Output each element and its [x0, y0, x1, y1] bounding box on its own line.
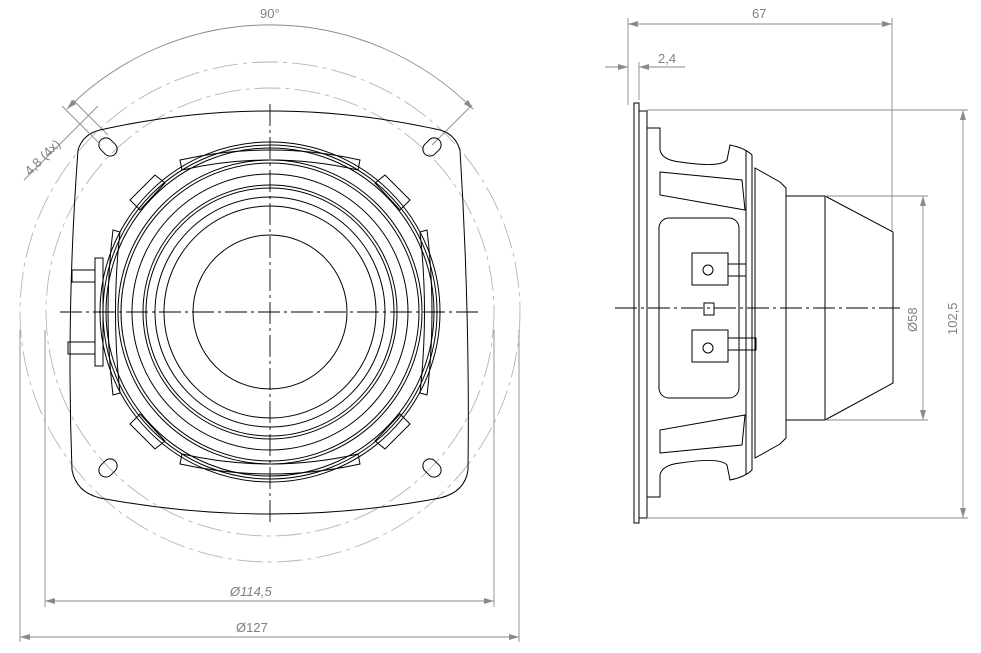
- depth-label: 67: [752, 6, 766, 21]
- side-terminals: [691, 252, 757, 363]
- front-flange: [633, 102, 640, 524]
- hole-dimension-line: [61, 105, 101, 145]
- front-view: 90°: [19, 6, 521, 642]
- magnet-diameter-label: Ø58: [905, 307, 920, 332]
- hole-label: 4,8 (4x): [22, 136, 64, 178]
- hole-leader: [23, 105, 99, 181]
- extension-line: [431, 104, 473, 146]
- flange-label: 2,4: [658, 51, 676, 66]
- basket-rib: [659, 414, 746, 454]
- speaker-frame: [69, 110, 469, 515]
- height-label: 102,5: [945, 302, 960, 335]
- mounting-holes: [98, 137, 442, 478]
- outer-diameter-circle: [19, 61, 521, 563]
- side-view: 67 2,4 Ø58 102,5: [605, 6, 968, 524]
- angle-label: 90°: [260, 6, 280, 21]
- angle-dimension-arc: [66, 24, 474, 110]
- basket-rib: [659, 171, 746, 211]
- basket-side: [647, 127, 753, 498]
- bolt-circle: [45, 87, 495, 537]
- magnet-plate: [754, 167, 787, 459]
- gasket: [638, 110, 648, 519]
- basket-windows: [107, 149, 433, 475]
- outer-diameter-label: Ø127: [236, 620, 268, 635]
- bolt-circle-label: Ø114,5: [229, 584, 272, 599]
- pole-cover: [824, 195, 894, 421]
